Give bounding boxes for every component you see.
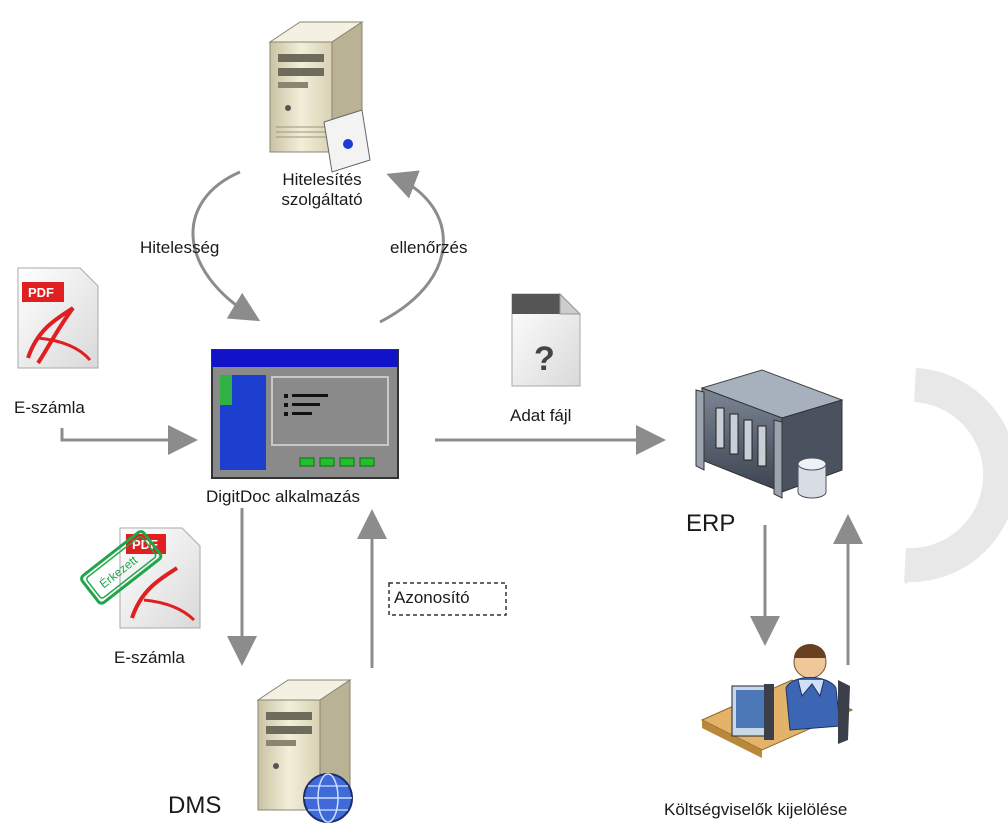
globe-icon — [303, 773, 353, 823]
window-app-icon — [211, 349, 399, 479]
database-icon — [797, 457, 827, 499]
rack-server-icon — [695, 369, 844, 499]
auth-server-label-line2: szolgáltató — [281, 190, 363, 209]
certificate-icon — [323, 109, 371, 173]
verification-label: ellenőrzés — [390, 238, 468, 257]
auth-server-label: Hitelesítés szolgáltató — [262, 170, 382, 210]
invoice-in-label: E-számla — [14, 398, 85, 417]
authenticity-label: Hitelesség — [140, 238, 220, 257]
app-label: DigitDoc alkalmazás — [206, 487, 360, 506]
svg-text:PDF: PDF — [28, 285, 54, 300]
arrows — [60, 170, 863, 668]
arrow-verification — [379, 170, 445, 324]
data-file-label: Adat fájl — [510, 406, 572, 425]
erp-label: ERP — [686, 510, 736, 537]
identifier-box — [388, 582, 507, 616]
invoice-stamped-label: E-számla — [114, 648, 185, 667]
stamped-pdf-file-icon: PDF Érkezett — [80, 527, 201, 629]
pdf-file-icon: PDF — [17, 267, 99, 369]
arrow-invoice-to-app — [60, 425, 198, 455]
server-icon — [268, 21, 371, 173]
arrow-authenticity — [191, 170, 261, 322]
svg-text:?: ? — [534, 340, 555, 378]
auth-server-label-line1: Hitelesítés — [282, 170, 362, 189]
operator-workstation-icon — [700, 644, 854, 758]
identifier-label: Azonosító — [394, 588, 470, 607]
unknown-file-icon: ? — [511, 292, 582, 387]
operator-label: Költségviselők kijelölése — [664, 800, 848, 819]
dms-server-icon — [256, 679, 353, 823]
dms-label: DMS — [168, 792, 222, 819]
watermark-logo — [904, 368, 1008, 585]
